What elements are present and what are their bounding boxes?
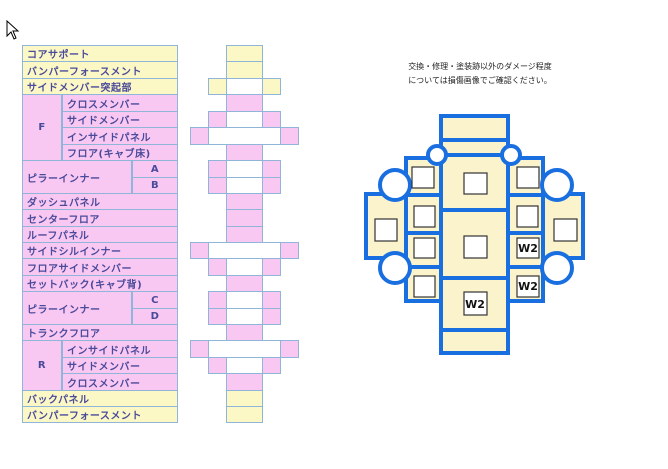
position-cell xyxy=(262,308,281,325)
wheel-front-left xyxy=(378,168,412,202)
position-cell xyxy=(280,127,299,145)
position-cell xyxy=(226,406,263,423)
w2-mark-right-rear: W2 xyxy=(518,280,538,293)
w2-mark-center-rear: W2 xyxy=(465,298,485,311)
position-cell xyxy=(262,78,281,95)
note-line-2: については損傷画像でご確認ください。 xyxy=(408,76,552,85)
mouse-cursor-icon xyxy=(6,20,20,40)
note-line-1: 交換・修理・塗装跡以外のダメージ程度 xyxy=(408,62,552,71)
position-cell xyxy=(262,357,281,374)
position-cell xyxy=(280,340,299,358)
row-bumper-reinforcement-rear: バンパーフォースメント xyxy=(22,406,178,423)
damage-note: 交換・修理・塗装跡以外のダメージ程度 については損傷画像でご確認ください。 xyxy=(395,60,565,88)
position-cell xyxy=(262,177,281,194)
position-cell xyxy=(280,242,299,259)
position-cell xyxy=(262,258,281,276)
wheel-rear-right xyxy=(540,251,574,285)
group-label-f: F xyxy=(22,94,62,161)
wheel-front-right xyxy=(540,168,574,202)
group-label-r: R xyxy=(22,340,62,391)
w2-mark-right-mid: W2 xyxy=(518,242,538,255)
wheel-rear-left xyxy=(378,251,412,285)
